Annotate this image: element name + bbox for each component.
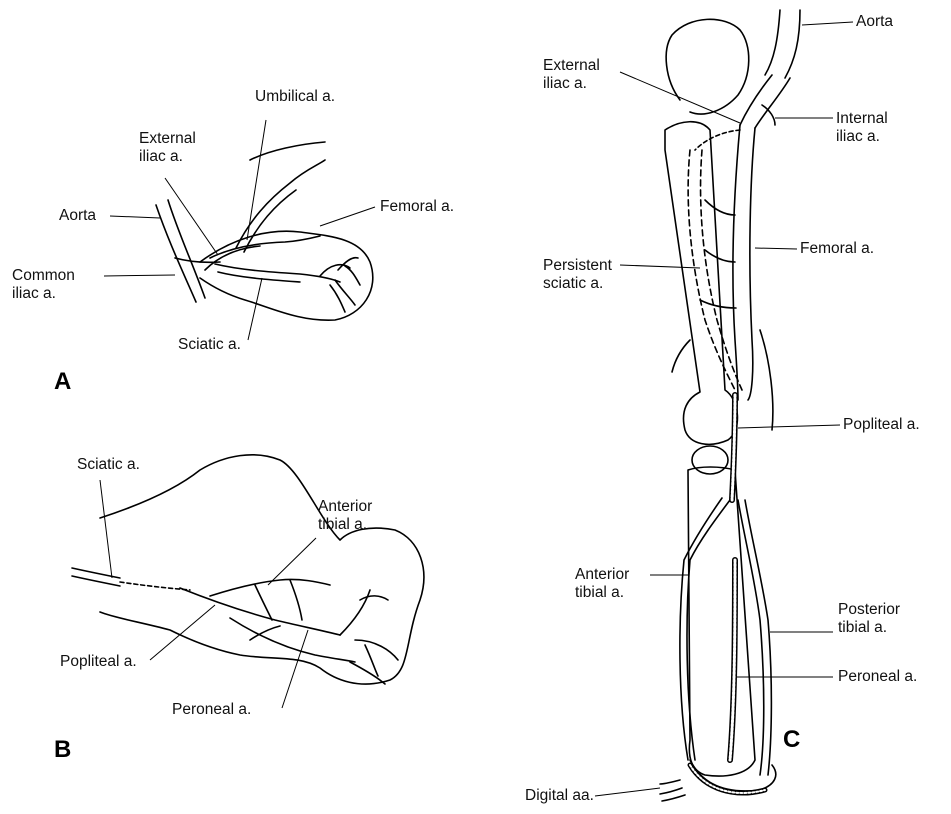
label-b-peroneal: Peroneal a. bbox=[172, 701, 251, 719]
label-a-sciatic: Sciatic a. bbox=[178, 336, 241, 354]
label-a-femoral: Femoral a. bbox=[380, 198, 454, 216]
panel-b-letter: B bbox=[54, 738, 71, 762]
label-b-popliteal: Popliteal a. bbox=[60, 653, 137, 671]
label-c-internal-iliac: Internal iliac a. bbox=[836, 110, 888, 146]
label-c-popliteal: Popliteal a. bbox=[843, 416, 920, 434]
panel-b-drawing bbox=[72, 455, 424, 684]
label-a-common-iliac: Common iliac a. bbox=[12, 267, 75, 303]
label-c-external-iliac: External iliac a. bbox=[543, 57, 600, 93]
label-c-anterior-tibial: Anterior tibial a. bbox=[575, 566, 629, 602]
panel-c-aorta-vessel bbox=[765, 10, 780, 75]
label-c-posterior-tibial: Posterior tibial a. bbox=[838, 601, 900, 637]
panel-c-drawing bbox=[660, 10, 800, 801]
label-c-femoral: Femoral a. bbox=[800, 240, 874, 258]
label-a-umbilical: Umbilical a. bbox=[255, 88, 335, 106]
panel-c-letter: C bbox=[783, 728, 800, 752]
label-b-sciatic: Sciatic a. bbox=[77, 456, 140, 474]
panel-c-posterior-tibial-vessel bbox=[738, 500, 764, 775]
panel-a-umbilical-vessel bbox=[236, 160, 325, 248]
panel-a-drawing bbox=[156, 142, 373, 320]
panel-c-tibia bbox=[688, 467, 755, 776]
panel-c-anterior-tibial-vessel bbox=[687, 500, 730, 760]
label-b-anterior-tibial: Anterior tibial a. bbox=[318, 498, 372, 534]
panel-a-aorta-vessel bbox=[156, 205, 196, 302]
label-a-external-iliac: External iliac a. bbox=[139, 130, 196, 166]
label-c-digital: Digital aa. bbox=[525, 787, 594, 805]
panel-a-sciatic-vessel bbox=[215, 264, 340, 282]
panel-c-pelvis bbox=[666, 19, 749, 114]
label-a-aorta: Aorta bbox=[59, 207, 96, 225]
leader-lines bbox=[100, 22, 853, 796]
panel-b-sciatic-vessel bbox=[72, 568, 120, 578]
label-c-aorta: Aorta bbox=[856, 13, 893, 31]
panel-a-letter: A bbox=[54, 370, 71, 394]
panel-b-anterior-tibial-vessel bbox=[210, 579, 330, 596]
label-c-peroneal: Peroneal a. bbox=[838, 668, 917, 686]
panel-a-common-iliac-vessel bbox=[175, 258, 220, 262]
label-c-persistent-sciatic: Persistent sciatic a. bbox=[543, 257, 612, 293]
